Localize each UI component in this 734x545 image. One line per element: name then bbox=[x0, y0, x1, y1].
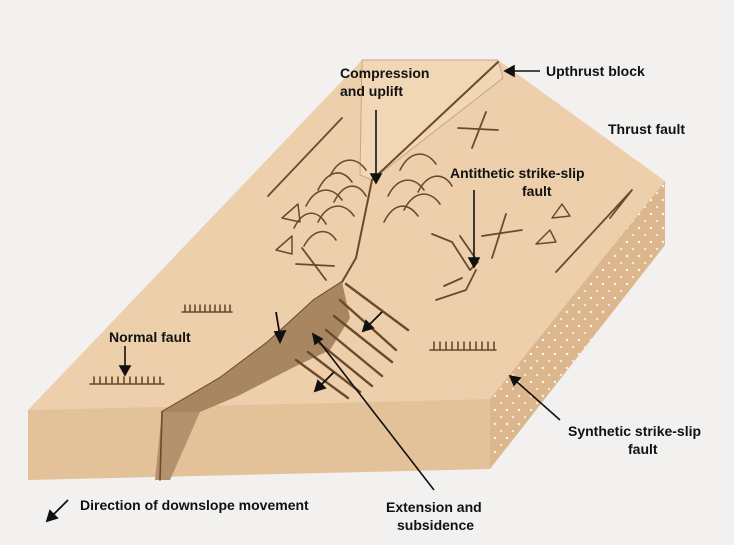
scarp-front-notch bbox=[155, 412, 200, 480]
label-extension-line1: Extension and bbox=[386, 499, 482, 515]
legend-direction-label: Direction of downslope movement bbox=[80, 497, 309, 513]
label-thrust-fault: Thrust fault bbox=[608, 121, 685, 137]
thrust-fault-lines bbox=[267, 117, 633, 273]
label-extension-line2: subsidence bbox=[397, 517, 474, 533]
normal-fault-symbol-2 bbox=[89, 376, 165, 385]
label-compression-line2: and uplift bbox=[340, 83, 403, 99]
label-synthetic-line1: Synthetic strike-slip bbox=[568, 423, 701, 439]
label-upthrust-block: Upthrust block bbox=[546, 63, 645, 79]
antithetic-strike-slip-fault bbox=[431, 233, 479, 301]
normal-fault-symbol-1 bbox=[181, 304, 233, 313]
label-compression-line1: Compression bbox=[340, 65, 429, 81]
label-antithetic-line2: fault bbox=[522, 183, 552, 199]
compression-ridges-right bbox=[383, 153, 453, 223]
strain-crosses bbox=[295, 111, 523, 281]
subsidence-scarp bbox=[162, 282, 350, 412]
front-fault-line bbox=[159, 411, 163, 481]
label-normal-fault: Normal fault bbox=[109, 329, 191, 345]
legend-arrow-icon bbox=[45, 499, 69, 523]
label-antithetic-line1: Antithetic strike-slip bbox=[450, 165, 585, 181]
label-synthetic-line2: fault bbox=[628, 441, 658, 457]
block-top-surface bbox=[28, 60, 665, 410]
compression-ridges-left bbox=[293, 159, 367, 247]
downslope-arrows bbox=[273, 311, 383, 393]
block-front-face bbox=[28, 399, 490, 480]
leader-arrows bbox=[118, 64, 561, 491]
normal-fault-symbol-3 bbox=[429, 341, 497, 351]
thrust-teeth bbox=[275, 203, 571, 255]
